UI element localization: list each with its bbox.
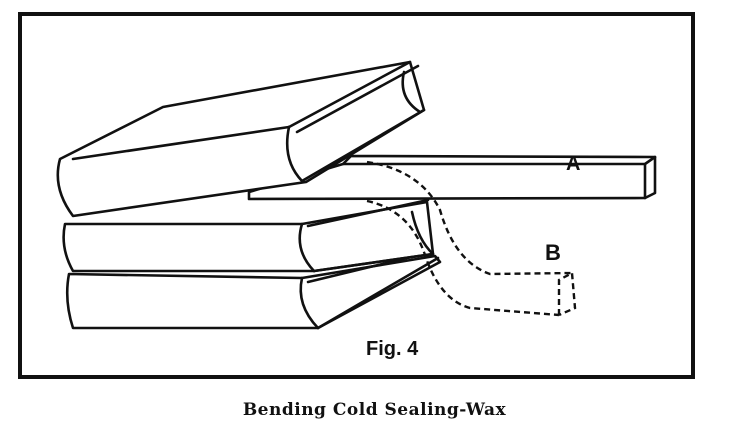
label-b: B <box>545 240 561 265</box>
figure-caption: Bending Cold Sealing-Wax <box>242 400 507 420</box>
top-book <box>56 60 426 218</box>
wax-stick-a <box>247 154 657 201</box>
wax-stick-b-dashed <box>366 160 577 317</box>
frame-border <box>18 12 695 379</box>
label-a: A <box>566 153 580 175</box>
middle-book <box>62 198 435 273</box>
figure-number: Fig. 4 <box>366 338 419 360</box>
